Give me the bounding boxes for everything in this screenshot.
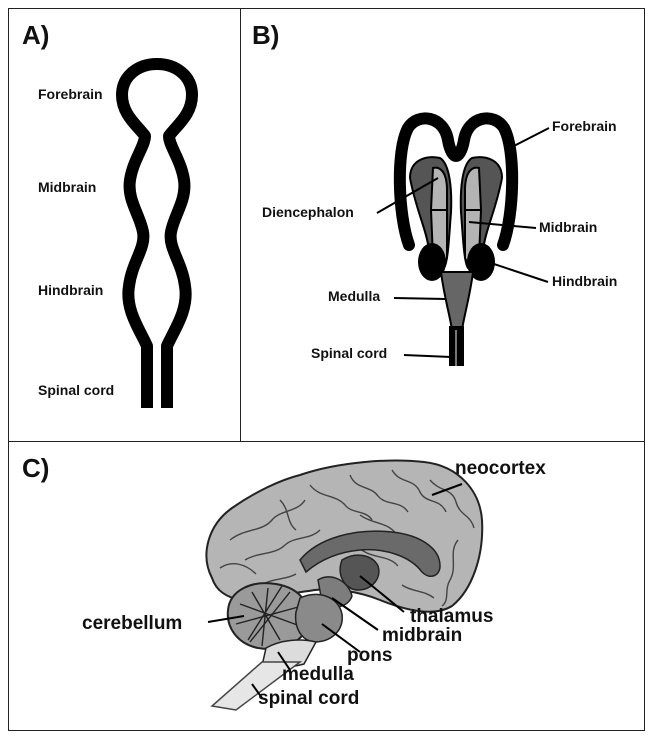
- label-medulla-b: Medulla: [328, 288, 380, 304]
- label-cerebellum-c: cerebellum: [82, 613, 182, 635]
- label-midbrain-b: Midbrain: [539, 219, 597, 235]
- label-hindbrain-b: Hindbrain: [552, 273, 617, 289]
- label-spinal-cord-c: spinal cord: [258, 688, 359, 710]
- label-hindbrain-a: Hindbrain: [38, 282, 103, 298]
- medulla-shape: [441, 272, 473, 330]
- neural-tube-drawing: [122, 64, 192, 408]
- label-diencephalon-b: Diencephalon: [262, 204, 354, 220]
- label-medulla-c: medulla: [282, 664, 354, 686]
- label-midbrain-c: midbrain: [382, 625, 462, 647]
- label-neocortex-c: neocortex: [455, 458, 546, 480]
- label-forebrain-b: Forebrain: [552, 118, 617, 134]
- vesicle-brain-drawing: [400, 118, 512, 366]
- label-forebrain-a: Forebrain: [38, 86, 103, 102]
- label-spinal-cord-b: Spinal cord: [311, 345, 387, 361]
- label-midbrain-a: Midbrain: [38, 179, 96, 195]
- label-spinal-cord-a: Spinal cord: [38, 382, 114, 398]
